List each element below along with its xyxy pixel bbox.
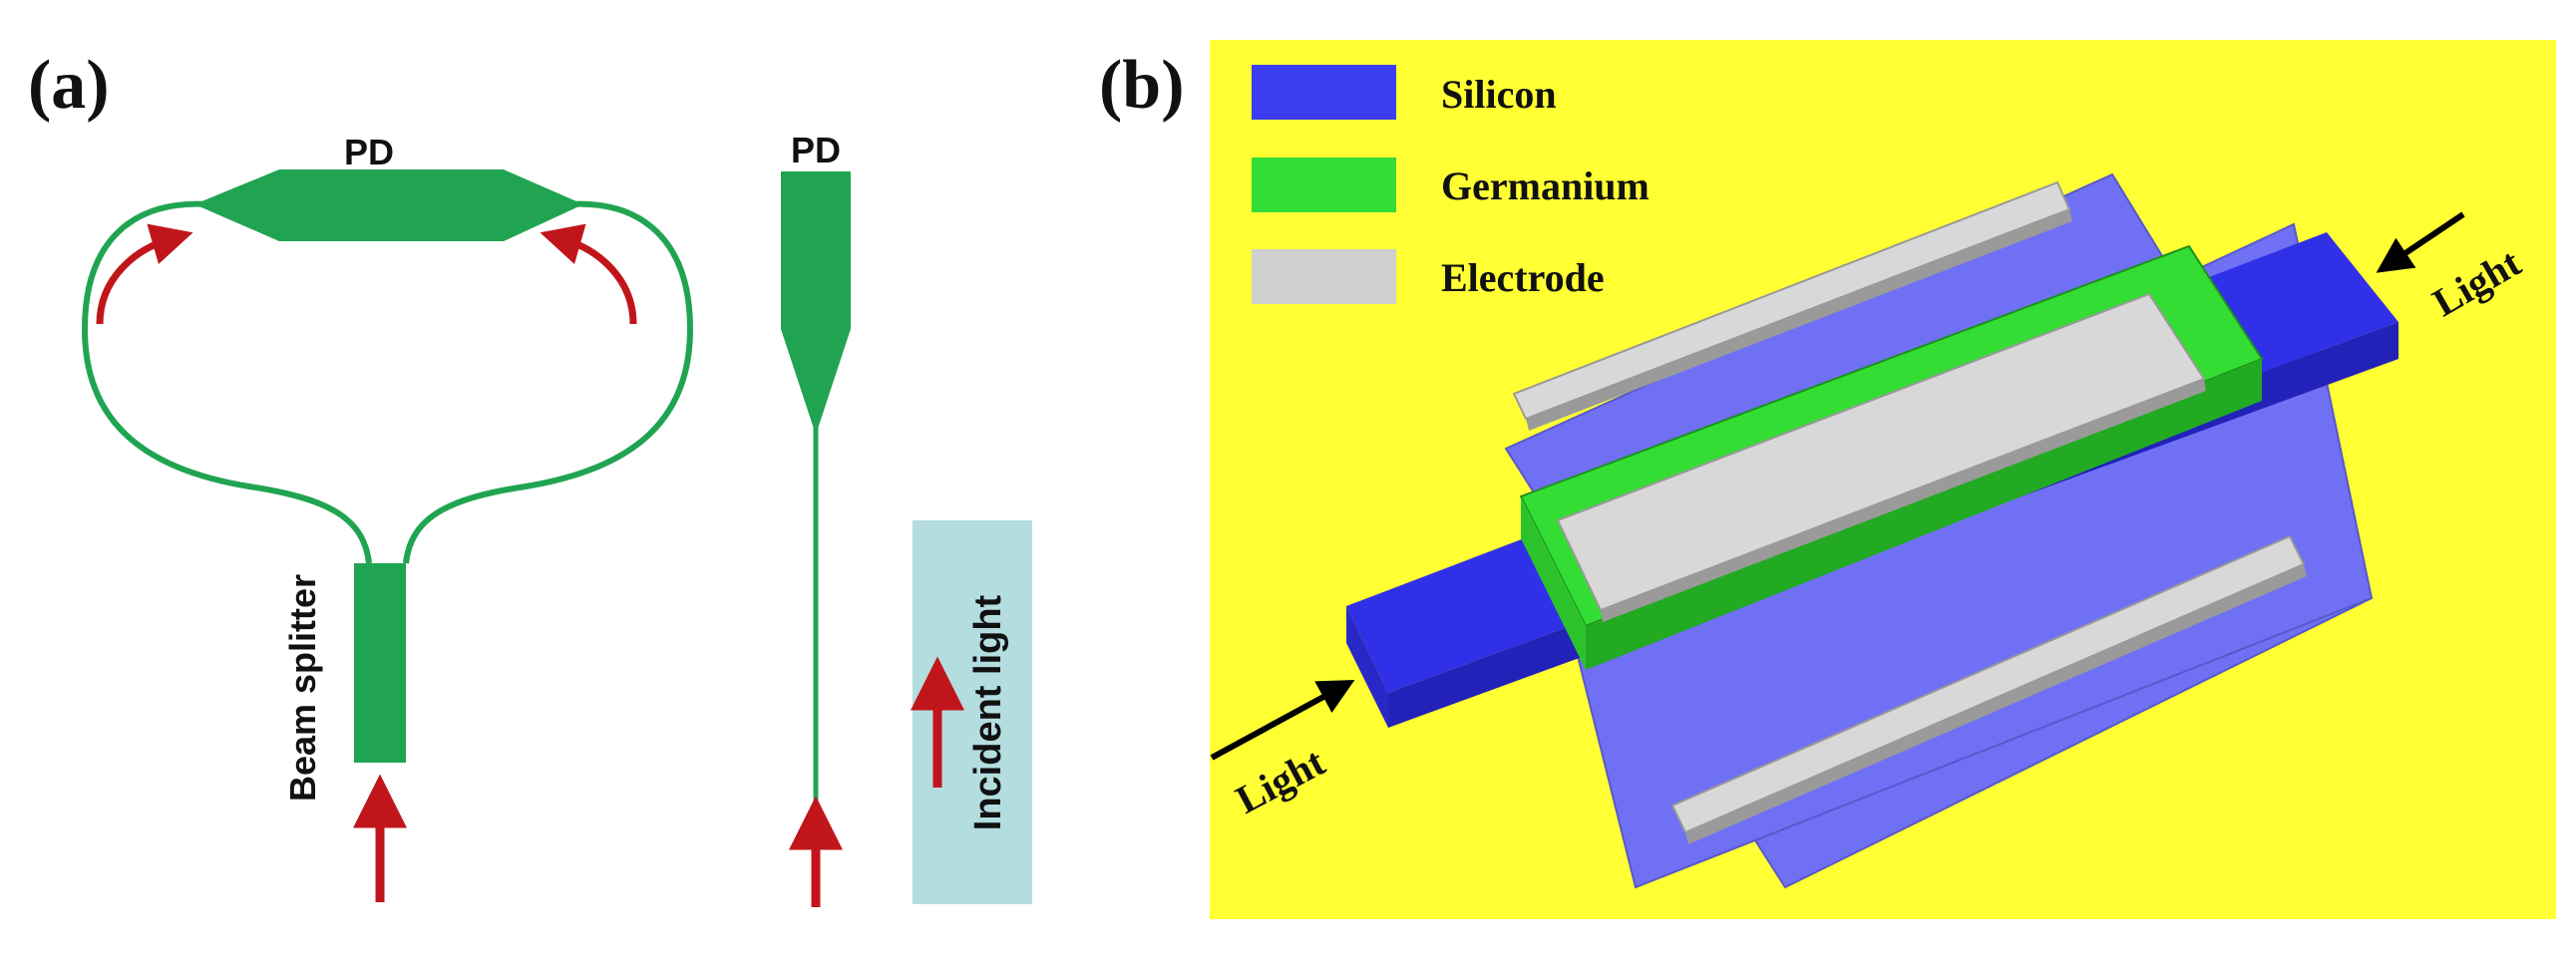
electrode-bottom-side: [1685, 564, 2307, 844]
light-arrow-left: [1210, 679, 1355, 761]
loop-arrow-right: [540, 223, 637, 325]
incident-light-box: [913, 520, 1032, 904]
incident-light-label: Incident light: [967, 594, 1009, 830]
beam-splitter-label: Beam splitter: [282, 574, 323, 802]
beam-splitter: [354, 563, 406, 763]
device-3d: [1346, 172, 2398, 889]
light-arrow-right: [2376, 211, 2465, 273]
silicon-waveguide-end: [1346, 606, 1388, 728]
pd-left-label: PD: [344, 132, 394, 172]
legend-swatch-silicon: [1252, 65, 1396, 120]
single-detector: PD Incident light: [781, 130, 1032, 907]
germanium-side: [1586, 359, 2262, 670]
legend-label-silicon: Silicon: [1441, 72, 1557, 117]
pd-right-label: PD: [791, 130, 841, 170]
electrode-top-side: [1526, 209, 2072, 431]
panel-a: (a) PD Beam splitter PD Incident light: [28, 47, 1032, 907]
electrode-center-side: [1601, 379, 2206, 622]
panel-b: (b) Silicon Germanium Electrode: [1099, 40, 2556, 919]
loop-detector: PD Beam splitter: [81, 132, 694, 902]
panel-b-label: (b): [1099, 47, 1185, 124]
germanium-end: [1521, 496, 1586, 670]
pd-left-body: [194, 169, 583, 241]
loop-arrow-left: [96, 223, 193, 325]
legend-label-germanium: Germanium: [1441, 163, 1650, 208]
legend-swatch-electrode: [1252, 249, 1396, 304]
legend-swatch-germanium: [1252, 158, 1396, 212]
pd-right-body: [781, 171, 851, 429]
legend-label-electrode: Electrode: [1441, 255, 1605, 300]
waveguide-loop: [81, 200, 694, 564]
legend: Silicon Germanium Electrode: [1252, 65, 1650, 304]
panel-a-label: (a): [28, 47, 110, 124]
